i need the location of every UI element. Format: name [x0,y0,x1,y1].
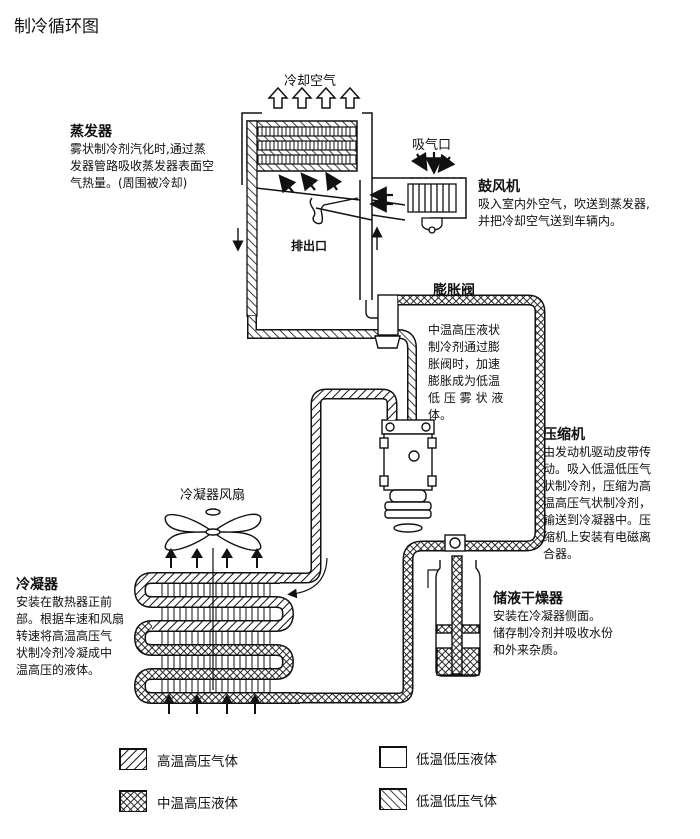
condenser-heading: 冷凝器 [16,577,58,593]
condenser-fan-label: 冷凝器风扇 [180,488,246,503]
blower-heading: 鼓风机 [478,179,520,195]
drain-outlet [309,197,359,225]
legend-swatch-mid-temp-liquid [119,790,147,812]
intake-label: 吸气口 [412,138,452,153]
receiver-drier-heading: 储液干燥器 [493,591,563,607]
legend-label: 中温高压液体 [157,796,238,812]
condenser-coils [133,548,300,704]
cool-air-label: 冷却空气 [284,74,337,89]
airflow-arrows [163,548,263,714]
compressor [379,419,437,533]
drain-label: 排出口 [291,239,328,253]
expansion-valve [374,294,401,349]
evaporator-fins [257,126,357,165]
condenser-description: 冷凝器 安装在散热器正前 部。根据车速和风扇 转速将高温高压气 状制冷剂冷凝成中… [16,577,125,677]
evaporator-description: 蒸发器 雾状制冷剂汽化时,通过蒸 发器管路吸收蒸发器表面空 气热量。(周围被冷却… [70,124,215,190]
cool-air-arrows [267,86,361,109]
expansion-valve-description: 中温高压液状 制冷剂通过膨 胀阀时，加速 膨胀成为低温 低 压 雾 状 液 体。 [428,323,504,422]
blower-fan [407,177,466,234]
legend-swatch-low-temp-liquid [379,746,407,768]
legend-swatch-low-temp-gas [379,788,407,810]
receiver-drier-description: 储液干燥器 安装在冷凝器侧面。 储存制冷剂并吸收水份 和外来杂质。 [493,591,614,657]
legend-label: 低温低压气体 [416,794,497,810]
legend-swatch-high-temp-gas [119,748,147,770]
compressor-description: 压缩机 由发动机驱动皮带传 动。吸入低温低压气 状制冷剂，压缩为高 温高压气状制… [543,427,652,561]
expansion-valve-heading: 膨胀阀 [433,283,475,299]
legend-label: 高温高压气体 [157,754,238,770]
receiver-drier [435,534,481,677]
compressor-heading: 压缩机 [543,427,585,443]
condenser-outlet-line [300,540,446,704]
blower-description: 鼓风机 吸入室内外空气，吹送到蒸发器, 并把冷却空气送到车辆内。 [478,179,650,228]
evaporator-heading: 蒸发器 [70,124,112,140]
page-title: 制冷循环图 [14,17,99,37]
legend-label: 低温低压液体 [416,752,497,768]
condenser-fan [164,508,262,551]
discharge-line [280,388,398,584]
